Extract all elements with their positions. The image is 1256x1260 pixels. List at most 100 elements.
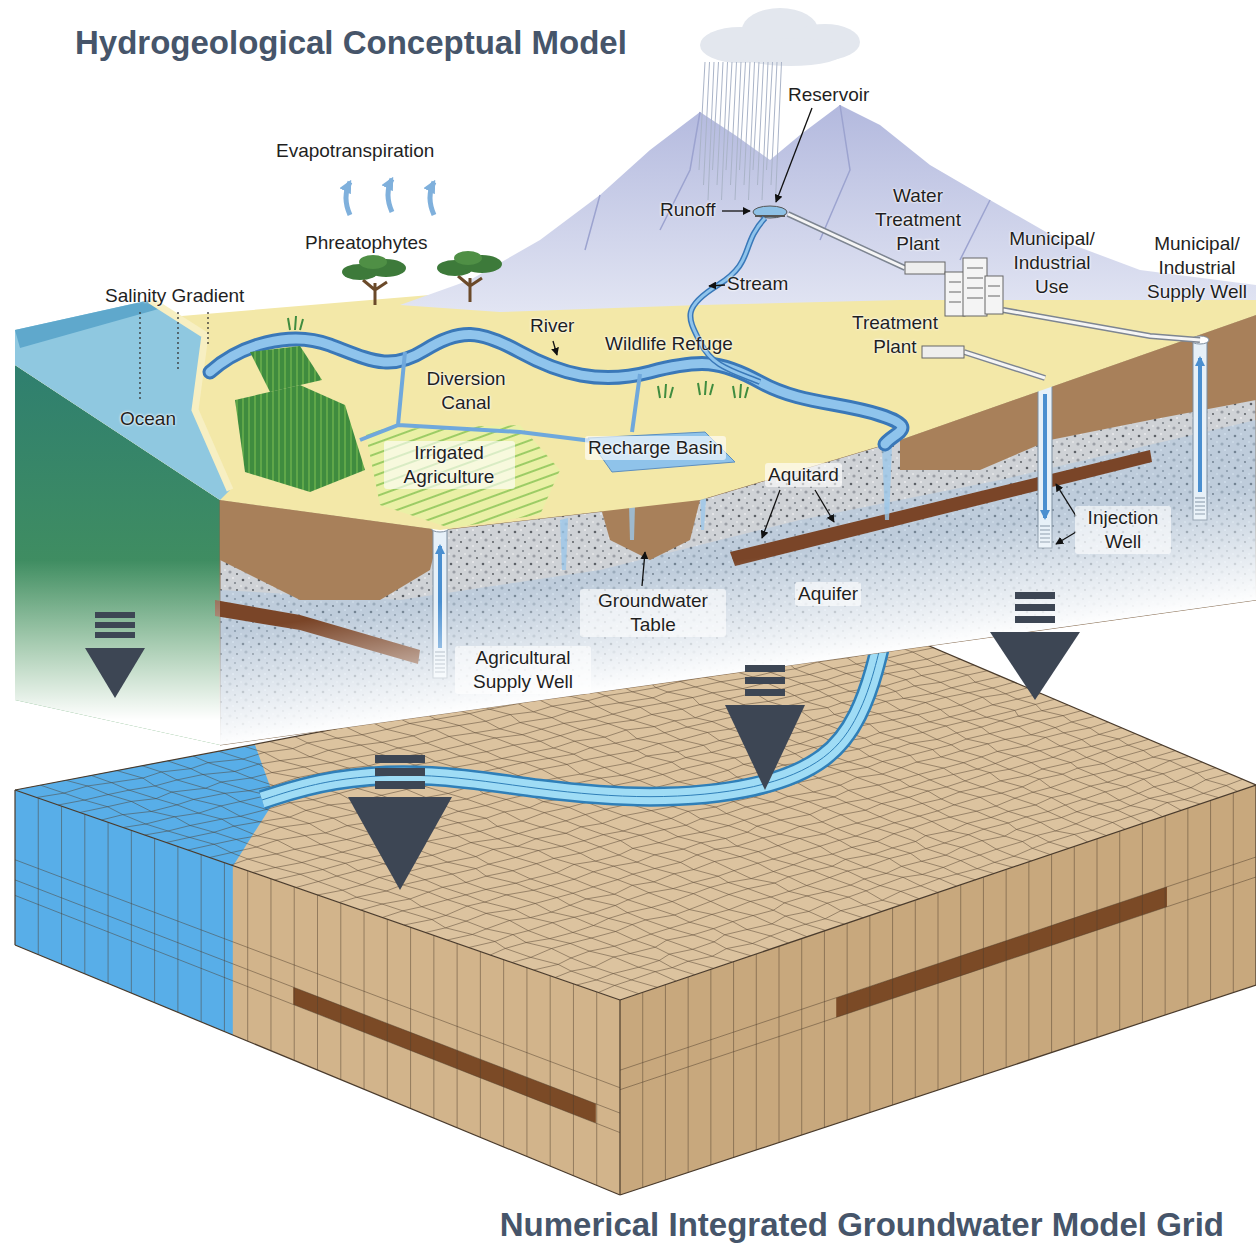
callout-label: Diversion Canal — [416, 367, 516, 415]
callout-label: Ocean — [120, 407, 176, 431]
grid-line — [1051, 854, 1052, 1052]
grid-line — [480, 952, 481, 1138]
callout-label: Stream — [727, 272, 788, 296]
leader-line — [1056, 532, 1076, 544]
ocean — [15, 300, 230, 500]
grid-line — [733, 962, 734, 1158]
stream — [690, 218, 765, 382]
grid-side — [15, 790, 620, 1195]
treatment-plant — [922, 346, 964, 358]
grid-line — [61, 806, 62, 964]
pipeline — [788, 214, 1200, 378]
salinity-gradient-line — [140, 312, 208, 402]
rain-line — [753, 62, 759, 170]
grid-line — [847, 923, 848, 1120]
pipeline — [788, 214, 1200, 378]
rain-line — [740, 62, 746, 170]
leader-line — [1056, 484, 1076, 516]
grid-outline — [14, 790, 15, 945]
transfer-arrow — [95, 612, 135, 618]
cloud — [735, 38, 845, 66]
grid-line — [457, 943, 458, 1127]
grid-line — [40, 785, 638, 994]
grid-line — [1097, 839, 1098, 1038]
conceptual-block — [15, 8, 1256, 745]
grid-line — [346, 727, 863, 918]
leader-line — [815, 490, 834, 522]
grid-line — [177, 847, 178, 1013]
phreatophyte-tree — [458, 276, 482, 302]
rain-line — [731, 62, 737, 185]
grid-line — [1119, 831, 1120, 1030]
grid-line — [855, 630, 1238, 791]
grid-aquitard — [836, 887, 1167, 1018]
grid-line — [503, 960, 504, 1147]
grid-line — [702, 659, 1125, 829]
grid-line — [983, 877, 984, 1075]
rain-line — [722, 62, 728, 200]
grid-line — [1187, 808, 1188, 1007]
rain — [699, 62, 782, 200]
grid-line — [91, 775, 676, 981]
rain-line — [771, 62, 777, 185]
leader-line — [776, 108, 812, 202]
pipeline — [788, 214, 1200, 378]
grid-line — [38, 798, 39, 955]
rain-line — [735, 62, 741, 200]
transfer-arrow — [348, 797, 452, 890]
transfer-arrow — [1015, 592, 1055, 599]
phreatophyte-tree — [359, 255, 387, 269]
callout-label: Reservoir — [788, 83, 869, 107]
grid-line — [1028, 862, 1029, 1060]
transfer-arrow — [375, 781, 425, 789]
transfer-arrow — [85, 648, 145, 698]
callout-label: Municipal/ Industrial Supply Well — [1147, 232, 1247, 304]
city-buildings — [949, 268, 1000, 302]
grid-line — [1142, 823, 1143, 1022]
grid-line — [433, 935, 434, 1118]
grid-line — [247, 871, 248, 1041]
grid-line — [642, 992, 643, 1187]
grid-line — [490, 751, 1175, 955]
rain-line — [699, 62, 705, 170]
leader-line — [722, 210, 750, 211]
grid-outline — [620, 785, 1256, 1000]
callout-label: Wildlife Refuge — [605, 332, 733, 356]
callout-label: Recharge Basin — [585, 436, 726, 460]
grid-line — [15, 880, 620, 1113]
mountain-ridge — [585, 105, 990, 260]
grid-line — [688, 977, 689, 1173]
grid-line — [371, 722, 882, 911]
grid-line — [224, 863, 225, 1032]
grid-line — [620, 857, 1256, 1070]
grid-outline — [1255, 785, 1256, 985]
reservoir — [753, 206, 787, 218]
transfer-arrow — [745, 689, 785, 696]
mountain — [400, 105, 1256, 312]
diagram-title: Hydrogeological Conceptual Model — [75, 24, 627, 62]
grid-line — [1006, 869, 1007, 1067]
grid-line — [15, 895, 620, 1132]
grid-line — [340, 903, 341, 1080]
callout-label: Evapotranspiration — [276, 139, 434, 163]
rain-line — [762, 62, 768, 200]
grid-line — [573, 984, 574, 1176]
stream — [690, 218, 765, 382]
grid-line — [131, 830, 132, 993]
grid-line — [382, 722, 1108, 917]
callout-label: Runoff — [660, 198, 716, 222]
grid-line — [317, 895, 318, 1070]
grid-line — [201, 855, 202, 1022]
evapotranspiration-arrow — [430, 182, 434, 215]
callout-label: Treatment Plant — [845, 311, 945, 359]
grid-line — [710, 969, 711, 1165]
leader-line — [553, 341, 557, 355]
transfer-arrow — [375, 768, 425, 776]
leader-line — [642, 552, 645, 586]
grid-line — [753, 649, 1163, 816]
grid-outline — [620, 985, 1256, 1195]
callout-label: River — [530, 314, 574, 338]
phreatophyte-tree — [342, 251, 502, 305]
salinity-gradient-line — [177, 312, 178, 372]
